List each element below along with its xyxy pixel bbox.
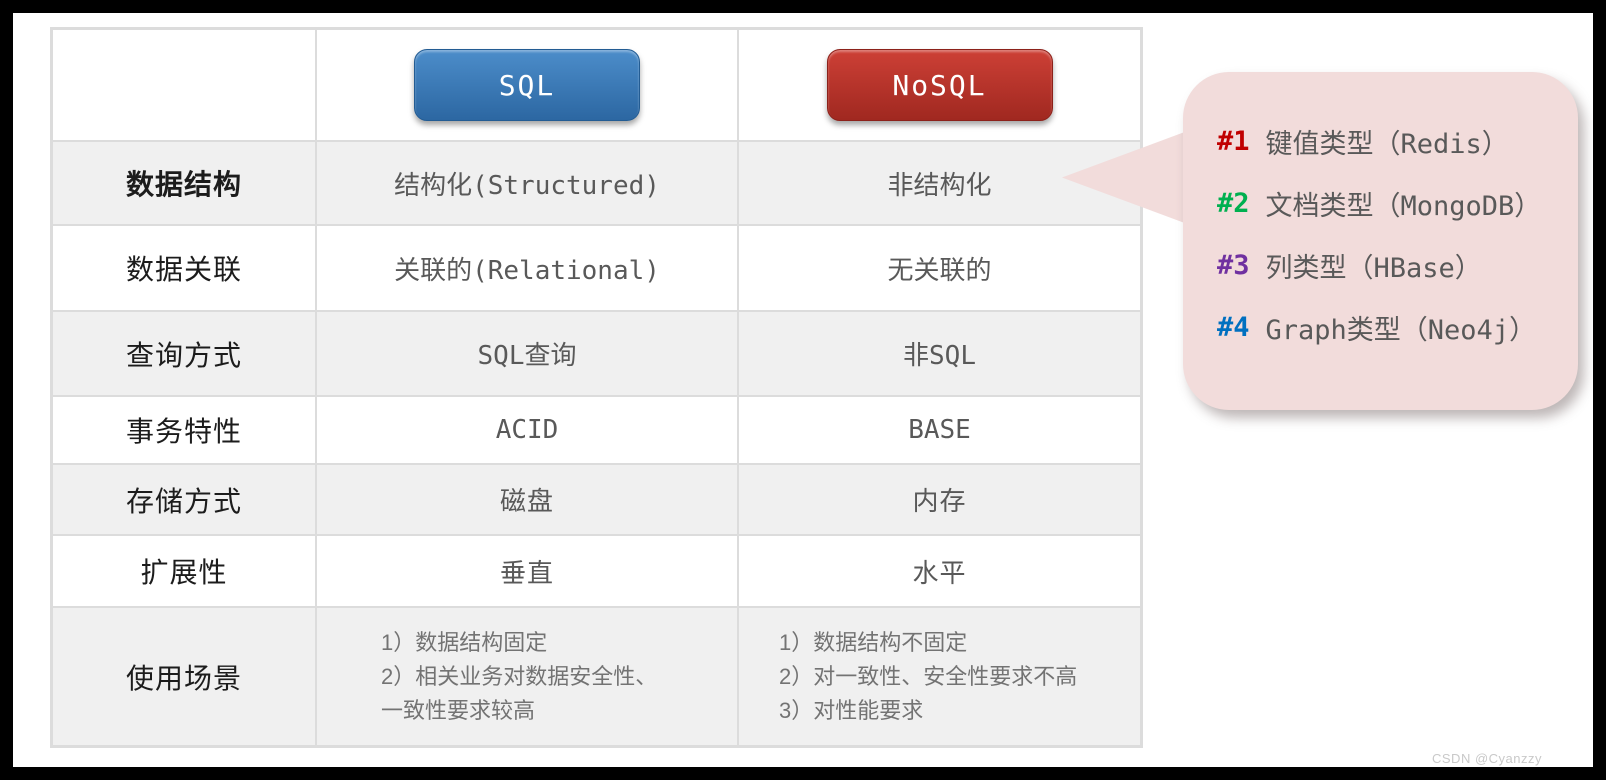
- nosql-header-badge: NoSQL: [826, 49, 1053, 121]
- callout-item-graph: #4 Graph类型（Neo4j）: [1217, 308, 1578, 347]
- row-query-method-sql: SQL查询: [317, 312, 737, 395]
- row-transaction-sql: ACID: [317, 397, 737, 463]
- callout-item-column: #3 列类型（HBase）: [1217, 246, 1578, 285]
- row-data-relation-nosql: 无关联的: [739, 226, 1140, 310]
- callout-text-key-value: 键值类型（Redis）: [1265, 129, 1509, 160]
- sql-nosql-comparison-table: SQL NoSQL 数据结构 结构化(Structured) 非结构化 数据关联…: [50, 27, 1143, 748]
- use-case-nosql-line-2: 2）对一致性、安全性要求不高: [779, 663, 1078, 689]
- header-sql-cell: SQL: [317, 30, 737, 140]
- sql-header-badge: SQL: [414, 49, 640, 121]
- row-query-method-label: 查询方式: [53, 312, 315, 395]
- row-query-method-nosql: 非SQL: [739, 312, 1140, 395]
- sql-header-label: SQL: [498, 68, 556, 102]
- callout-marker-4: #4: [1217, 312, 1250, 343]
- header-nosql-cell: NoSQL: [739, 30, 1140, 140]
- row-data-structure-sql: 结构化(Structured): [317, 142, 737, 224]
- use-case-sql-line-2: 2）相关业务对数据安全性、: [381, 663, 658, 689]
- use-case-nosql-line-3: 3）对性能要求: [779, 697, 924, 723]
- callout-marker-1: #1: [1217, 126, 1250, 157]
- callout-marker-2: #2: [1217, 188, 1250, 219]
- row-scalability-label: 扩展性: [53, 536, 315, 606]
- row-use-case-nosql: 1）数据结构不固定 2）对一致性、安全性要求不高 3）对性能要求: [739, 608, 1140, 745]
- use-case-nosql-line-1: 1）数据结构不固定: [779, 629, 968, 655]
- row-use-case-label: 使用场景: [53, 608, 315, 745]
- header-empty-cell: [53, 30, 315, 140]
- row-storage-sql: 磁盘: [317, 465, 737, 534]
- callout-text-document: 文档类型（MongoDB）: [1265, 191, 1542, 222]
- row-data-relation-sql: 关联的(Relational): [317, 226, 737, 310]
- row-scalability-nosql: 水平: [739, 536, 1140, 606]
- use-case-sql-line-1: 1）数据结构固定: [381, 629, 548, 655]
- row-transaction-label: 事务特性: [53, 397, 315, 463]
- row-storage-nosql: 内存: [739, 465, 1140, 534]
- row-use-case-sql: 1）数据结构固定 2）相关业务对数据安全性、 一致性要求较高: [317, 608, 737, 745]
- callout-marker-3: #3: [1217, 250, 1250, 281]
- callout-item-key-value: #1 键值类型（Redis）: [1217, 122, 1578, 161]
- row-data-structure-label: 数据结构: [53, 142, 315, 224]
- row-scalability-sql: 垂直: [317, 536, 737, 606]
- use-case-sql-line-3: 一致性要求较高: [381, 697, 536, 723]
- row-storage-label: 存储方式: [53, 465, 315, 534]
- nosql-header-label: NoSQL: [892, 68, 987, 102]
- row-transaction-nosql: BASE: [739, 397, 1140, 463]
- row-data-relation-label: 数据关联: [53, 226, 315, 310]
- watermark: CSDN @Cyanzzy: [1432, 751, 1542, 766]
- callout-item-document: #2 文档类型（MongoDB）: [1217, 184, 1578, 223]
- nosql-types-callout-bubble: #1 键值类型（Redis） #2 文档类型（MongoDB） #3 列类型（H…: [1183, 72, 1578, 410]
- callout-text-column: 列类型（HBase）: [1265, 253, 1482, 284]
- row-data-structure-nosql: 非结构化: [739, 142, 1140, 224]
- callout-text-graph: Graph类型（Neo4j）: [1265, 315, 1537, 346]
